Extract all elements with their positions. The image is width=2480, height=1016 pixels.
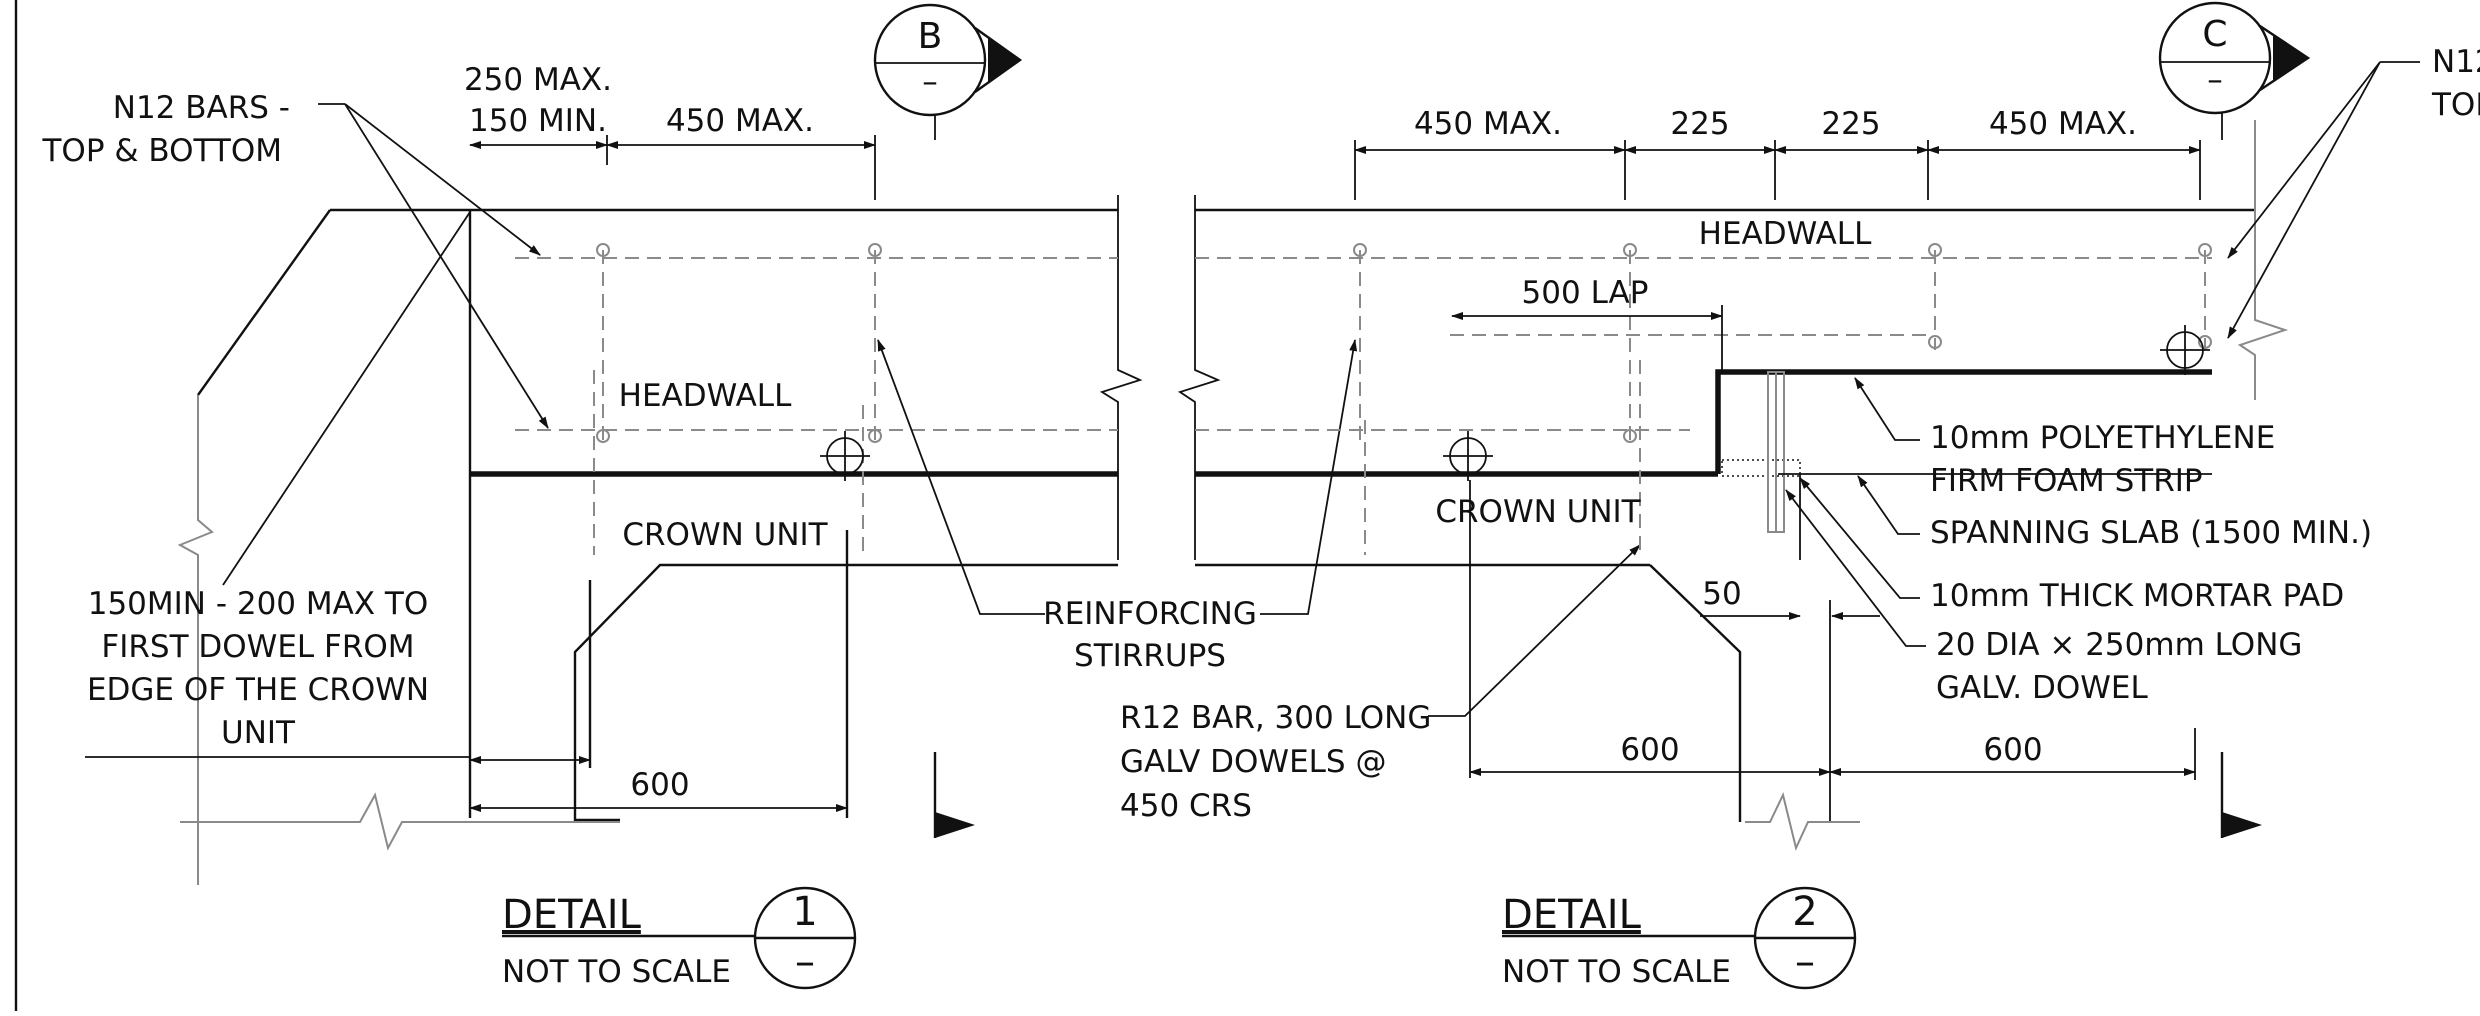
break-line xyxy=(1177,195,1221,560)
mortar-pad xyxy=(1721,459,1801,477)
label-dowels-1: R12 BAR, 300 LONG xyxy=(1120,700,1431,736)
leader-stirrup-left xyxy=(877,339,1045,615)
label-crown-1: CROWN UNIT xyxy=(622,517,828,553)
label-dowel-edge-4: UNIT xyxy=(221,715,296,751)
dim-150-label: 150 MIN. xyxy=(469,103,607,139)
label-dowels-2: GALV DOWELS @ xyxy=(1120,744,1386,780)
detail-1-scale-note: NOT TO SCALE xyxy=(502,954,731,990)
leader-slab xyxy=(1857,475,1920,535)
dim-lap-label: 500 LAP xyxy=(1522,275,1649,311)
callout-slab: SPANNING SLAB (1500 MIN.) xyxy=(1930,515,2372,551)
ground-line-2 xyxy=(1745,792,1860,852)
detail-2-number: 2 xyxy=(1792,889,1817,935)
detail-1-number: 1 xyxy=(792,889,817,935)
detail-1-heading: DETAIL xyxy=(502,892,642,938)
section-letter-c: C xyxy=(2202,14,2227,55)
leader-foam xyxy=(1854,377,1920,441)
label-stirrups-2: STIRRUPS xyxy=(1074,638,1226,674)
label-dowel-edge-3: EDGE OF THE CROWN xyxy=(87,672,429,708)
detail-1: B – 250 MAX. 15 xyxy=(41,3,1221,990)
detail-2: C – xyxy=(1195,1,2480,990)
leader-stirrup-right xyxy=(1260,339,1358,615)
detail-2-heading: DETAIL xyxy=(1502,892,1642,938)
leader-mortar xyxy=(1799,477,1920,599)
dim-top-2-label: 225 xyxy=(1670,106,1729,142)
label-stirrups-1: REINFORCING xyxy=(1043,596,1257,632)
callout-mortar: 10mm THICK MORTAR PAD xyxy=(1930,578,2344,614)
shared-labels: REINFORCING STIRRUPS R12 BAR, 300 LONG G… xyxy=(877,339,1641,824)
dim-top-3-label: 225 xyxy=(1821,106,1880,142)
crown-unit-outline xyxy=(573,563,1118,822)
section-cut-arrow-2 xyxy=(2222,812,2262,838)
dim-top-1-label: 450 MAX. xyxy=(1414,106,1562,142)
leader-dowels xyxy=(1428,544,1641,717)
wingwall-break xyxy=(177,395,214,885)
label-bars-line1: N12 BARS - xyxy=(113,90,290,126)
detail-1-title: DETAIL 1 – NOT TO SCALE xyxy=(502,886,857,990)
section-marker-c: C – xyxy=(2158,1,2311,140)
label-headwall-1: HEADWALL xyxy=(619,378,792,414)
wingwall-edge xyxy=(197,209,331,396)
callout-foam-1: 10mm POLYETHYLENE xyxy=(1930,420,2275,456)
callout-dowel-2: GALV. DOWEL xyxy=(1936,670,2149,706)
label-dowel-edge-2: FIRST DOWEL FROM xyxy=(101,629,414,665)
detail-2-scale-note: NOT TO SCALE xyxy=(1502,954,1731,990)
dim-600-right-label: 600 xyxy=(1983,732,2042,768)
leader-n12-bottom xyxy=(2227,61,2381,339)
label-dowels-3: 450 CRS xyxy=(1120,788,1252,824)
dim-600-label: 600 xyxy=(630,767,689,803)
section-cut-arrow xyxy=(935,812,975,838)
break-line-right xyxy=(2237,120,2289,400)
section-sub-b: – xyxy=(922,64,938,100)
dim-450-label: 450 MAX. xyxy=(666,103,814,139)
detail-1-number-sub: – xyxy=(795,939,815,985)
section-sub-c: – xyxy=(2207,62,2223,98)
spanning-slab-edge xyxy=(1715,369,2212,474)
leader-top-bar xyxy=(344,103,541,256)
dim-250-label: 250 MAX. xyxy=(464,62,612,98)
leader-dowel xyxy=(1785,489,1926,647)
callout-foam-2: FIRM FOAM STRIP xyxy=(1930,463,2203,499)
dim-600-left-label: 600 xyxy=(1620,732,1679,768)
ground-line xyxy=(180,792,620,851)
section-marker-b: B – xyxy=(873,3,1023,140)
leader-edge-distance xyxy=(222,211,471,586)
dim-50-label: 50 xyxy=(1702,576,1741,612)
callout-dowel-1: 20 DIA × 250mm LONG xyxy=(1936,627,2302,663)
label-dowel-edge-1: 150MIN - 200 MAX TO xyxy=(88,586,429,622)
leader-bottom-bar xyxy=(344,103,549,429)
label-headwall-2: HEADWALL xyxy=(1699,216,1872,252)
crown-unit2-edge xyxy=(1649,564,1742,822)
label-bars-line2: TOP & BOTTOM xyxy=(41,133,282,169)
label-bars-cut-1: N12 xyxy=(2432,44,2480,80)
dim-top-4-label: 450 MAX. xyxy=(1989,106,2137,142)
detail-2-title: DETAIL 2 – NOT TO SCALE xyxy=(1502,886,1857,990)
section-letter-b: B xyxy=(918,16,943,57)
label-bars-cut-2: TOP xyxy=(2431,87,2480,123)
label-crown-2: CROWN UNIT xyxy=(1435,494,1641,530)
leader-n12-top xyxy=(2227,61,2381,259)
break-line xyxy=(1099,195,1143,560)
detail-2-number-sub: – xyxy=(1795,939,1815,985)
